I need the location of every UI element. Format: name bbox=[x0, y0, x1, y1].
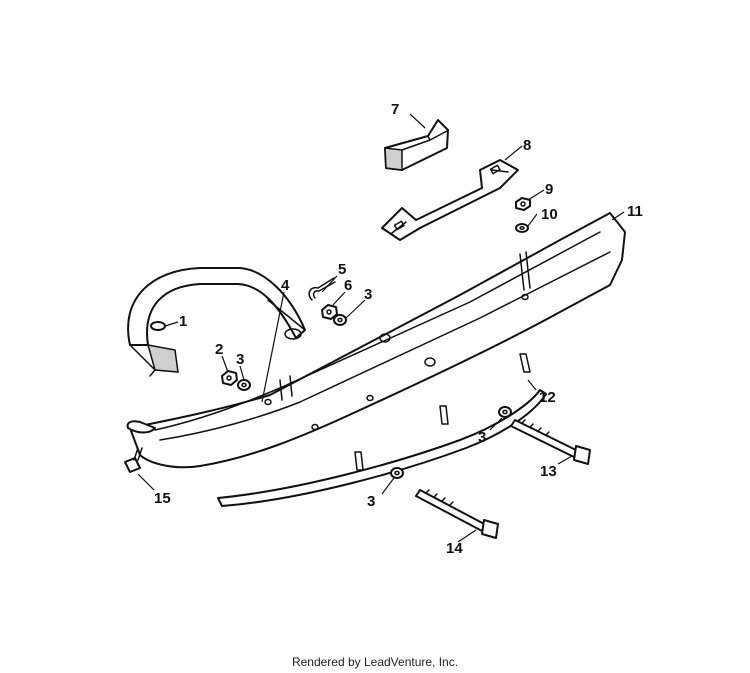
callout-10: 10 bbox=[541, 206, 558, 223]
part-3-washer-d bbox=[390, 467, 404, 479]
part-12-wear-bar bbox=[217, 353, 547, 507]
callout-15: 15 bbox=[154, 490, 171, 507]
callout-9: 9 bbox=[545, 181, 553, 198]
callout-11: 11 bbox=[627, 203, 643, 220]
callout-3d: 3 bbox=[367, 493, 375, 510]
callout-6: 6 bbox=[344, 277, 352, 294]
callout-13: 13 bbox=[540, 463, 557, 480]
callout-3c: 3 bbox=[478, 429, 486, 446]
part-13-bolt bbox=[510, 419, 591, 465]
part-9-nut bbox=[515, 197, 531, 211]
part-2-nut bbox=[221, 370, 238, 386]
part-4-handle bbox=[127, 267, 306, 377]
callout-8: 8 bbox=[523, 137, 531, 154]
callout-1: 1 bbox=[179, 313, 187, 330]
part-10-washer bbox=[515, 223, 529, 233]
part-8-bracket-plate bbox=[381, 159, 519, 241]
callout-14: 14 bbox=[446, 540, 463, 557]
callout-2: 2 bbox=[215, 341, 223, 358]
part-3-washer-a bbox=[237, 379, 251, 391]
callout-7: 7 bbox=[391, 101, 399, 118]
part-15-bolt bbox=[124, 447, 143, 473]
part-6-nut bbox=[321, 304, 338, 320]
part-3-washer-b bbox=[333, 314, 347, 326]
part-11-ski-body bbox=[126, 212, 626, 469]
part-7-bumper-pad bbox=[384, 119, 449, 171]
callout-4: 4 bbox=[281, 277, 290, 294]
part-5-cotter-pin bbox=[308, 277, 336, 301]
callout-12: 12 bbox=[539, 389, 556, 406]
part-14-bolt bbox=[415, 489, 499, 539]
callout-3b: 3 bbox=[364, 286, 372, 303]
part-1-handle-slot bbox=[150, 321, 166, 331]
callout-3a: 3 bbox=[236, 351, 244, 368]
footer-credit: Rendered by LeadVenture, Inc. bbox=[291, 655, 459, 669]
leader-lines bbox=[137, 113, 625, 543]
callout-5: 5 bbox=[338, 261, 346, 278]
part-3-washer-c bbox=[498, 406, 512, 418]
callout-labels: 1 2 3 4 5 6 3 7 8 9 10 11 12 3 13 3 14 1… bbox=[154, 101, 643, 557]
